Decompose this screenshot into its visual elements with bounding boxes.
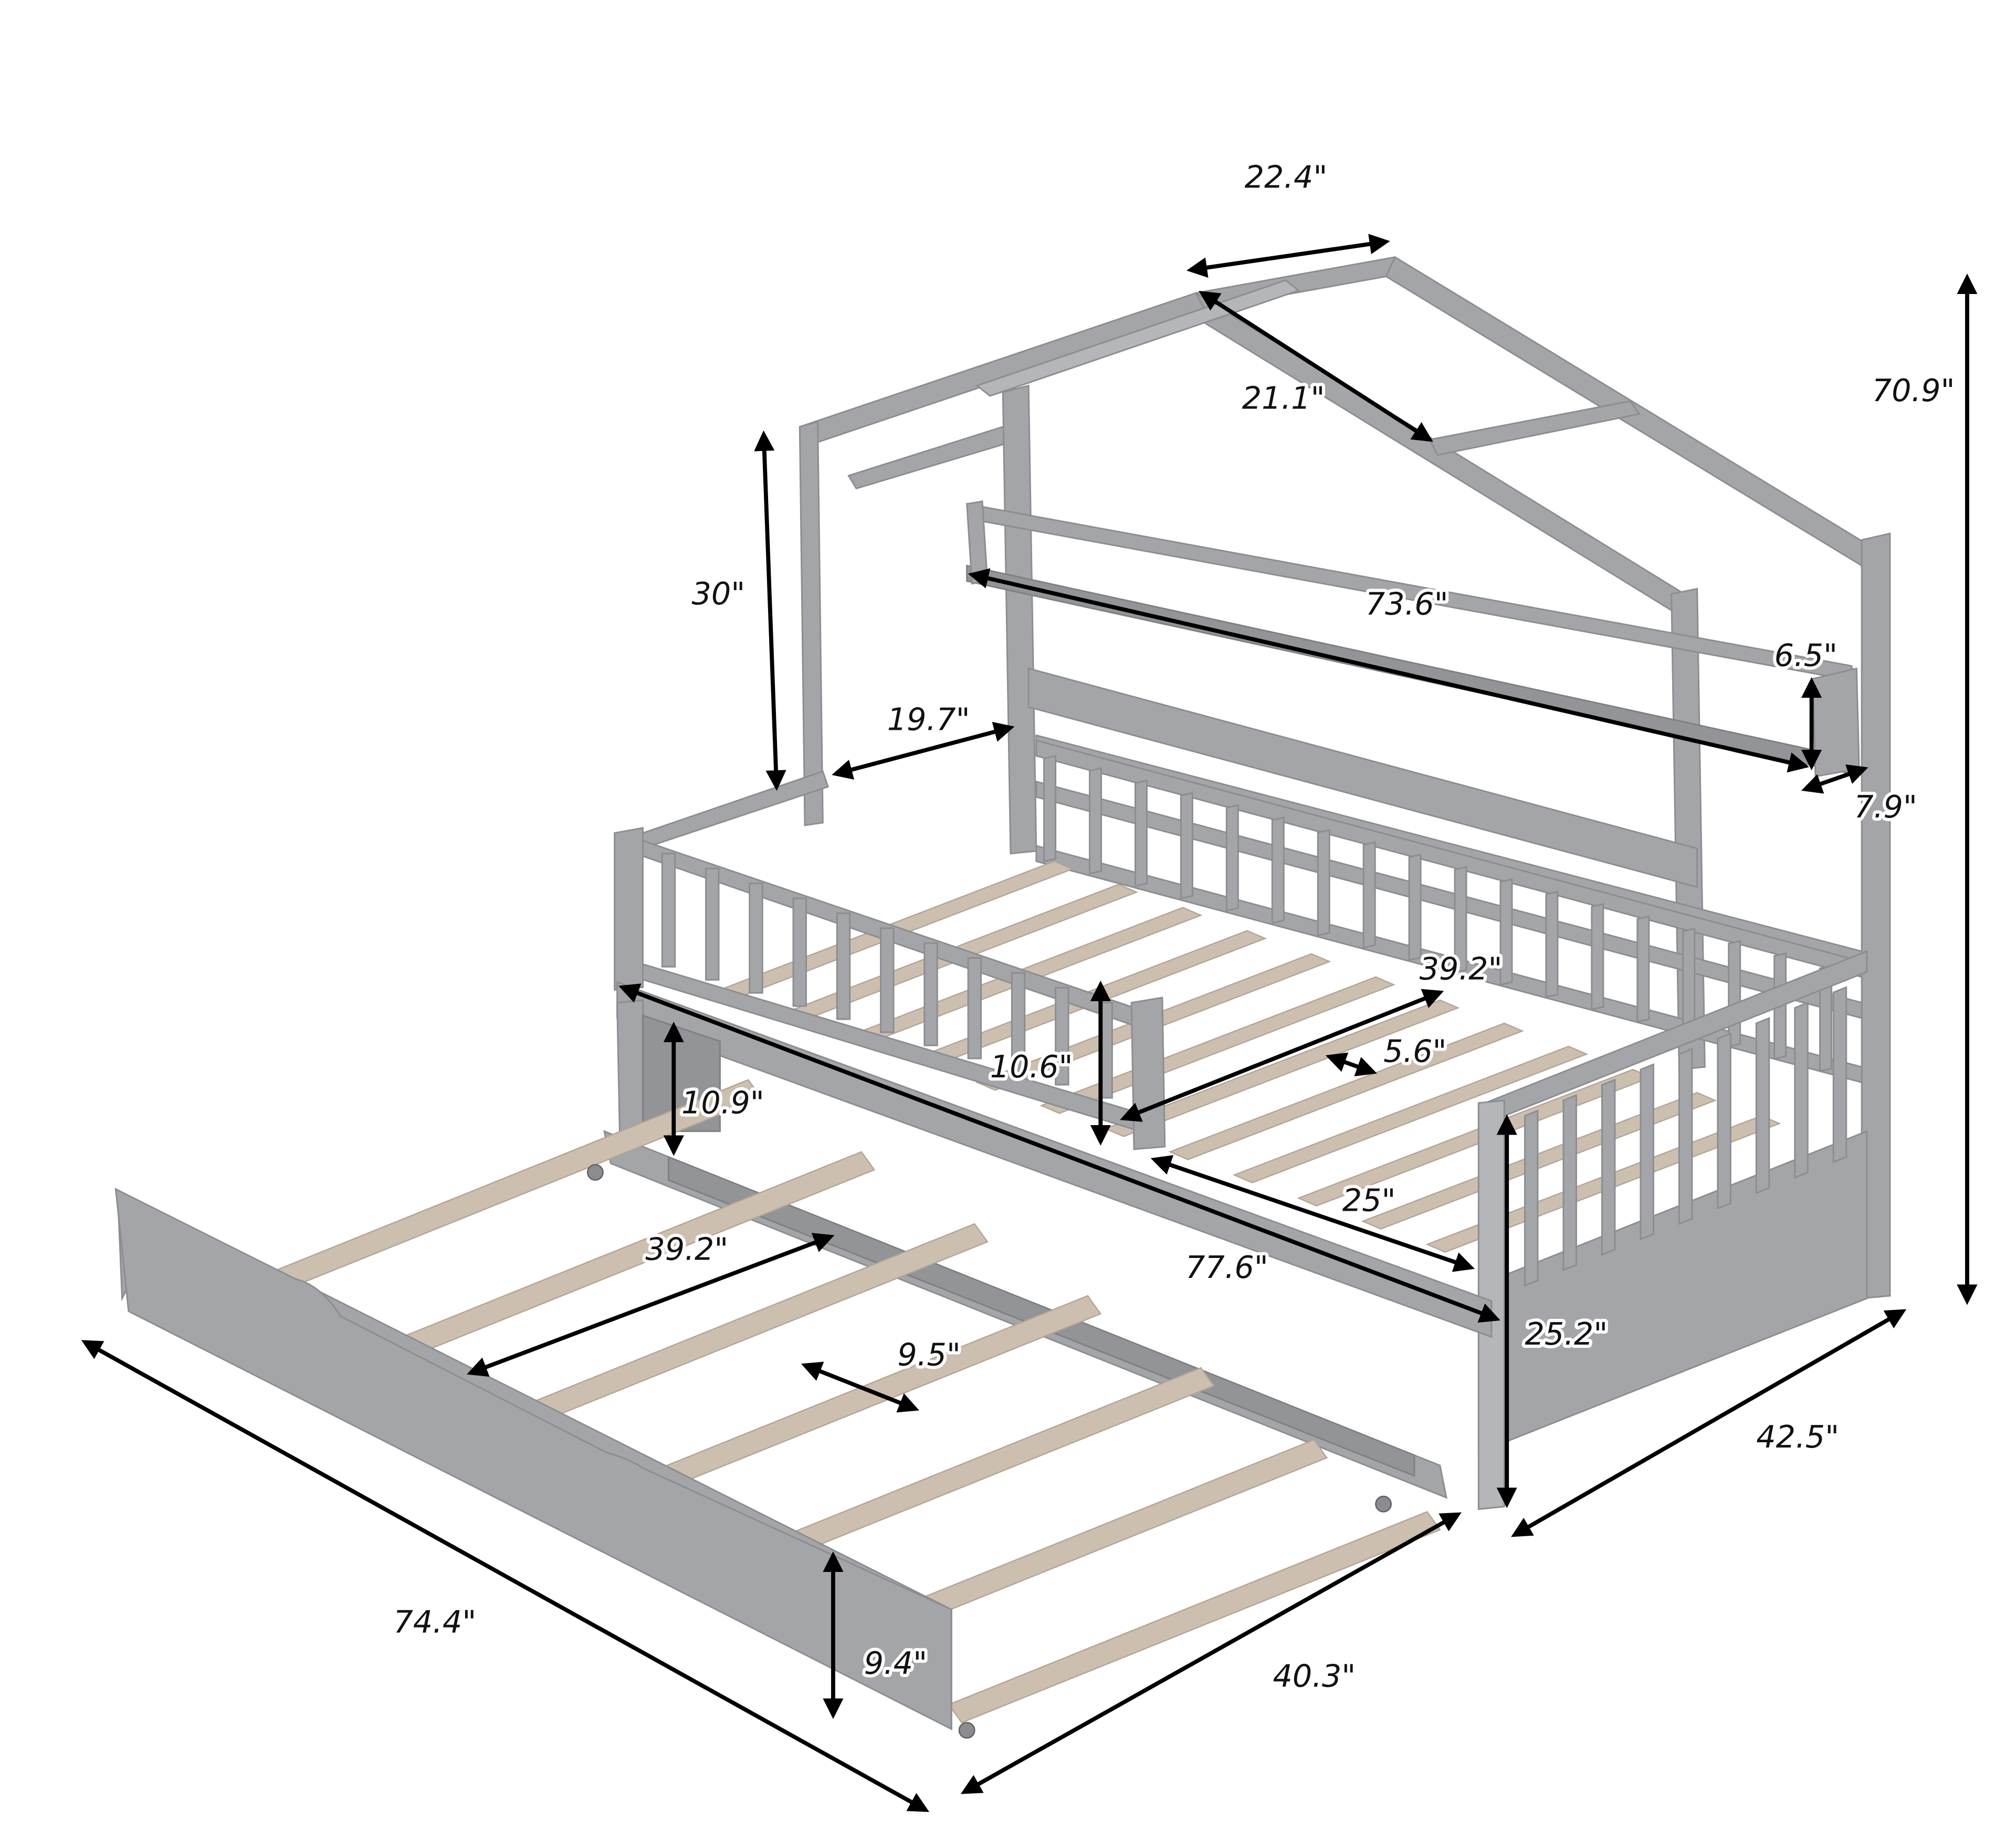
dim-slat-spacing [1325,1052,1377,1077]
back-spindles [1043,754,1833,1072]
dimension-lines [81,234,1978,1812]
foot-spindles [1524,986,1847,1287]
label-trundle-inner-width: 39.2" [645,1231,728,1267]
dim-shelf-length [968,568,1810,773]
label-slat-spacing: 5.6" [1383,1033,1446,1069]
wall-shelf [965,500,1860,778]
house-roof [799,256,1872,613]
label-footboard-height: 25.2" [1525,1316,1608,1352]
dim-shelf-depth [1801,764,1868,794]
label-under-bed-clearance: 10.9" [681,1084,764,1120]
dim-post-height [754,430,786,791]
bed-frame [614,256,1891,1511]
label-trundle-length: 74.4" [393,1604,476,1640]
label-shelf-length: 73.6" [1366,585,1448,622]
dim-overall-width [1511,1309,1907,1537]
label-shelf-depth: 7.9" [1854,789,1917,825]
label-overall-width: 42.5" [1756,1419,1839,1455]
dim-trundle-width [960,1512,1462,1795]
label-post-height: 30" [692,575,746,612]
back-railing-spindles [1035,739,1863,1084]
label-roof-depth: 22.4" [1245,159,1328,195]
label-total-height: 70.9" [1872,372,1955,408]
dim-overall-length [618,983,1500,1323]
label-roof-slope: 21.1" [1242,380,1325,416]
dimension-labels: 22.4" 21.1" 70.9" 30" 73.6" 6.5" 7.9" 19… [390,155,1958,1697]
dim-roof-slope [1199,291,1433,442]
dim-side-rail-gap [832,721,1015,780]
label-shelf-height: 6.5" [1774,637,1838,673]
label-trundle-slat-spacing: 9.5" [897,1336,960,1372]
label-trundle-width: 40.3" [1273,1658,1356,1694]
label-trundle-height: 9.4" [864,1645,927,1681]
label-overall-length: 77.6" [1185,1249,1268,1285]
label-side-rail-gap: 19.7" [887,701,970,738]
dim-roof-depth [1186,234,1390,278]
label-guardrail-height: 10.6" [990,1048,1073,1085]
label-opening-length: 25" [1342,1182,1396,1218]
label-inner-width: 39.2" [1420,951,1503,987]
dim-trundle-length [81,1340,930,1812]
